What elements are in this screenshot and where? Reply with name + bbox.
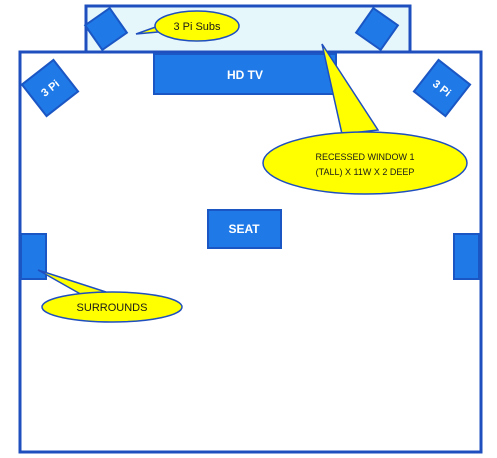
subs-callout-text: 3 Pi Subs xyxy=(173,21,221,33)
front-right-speaker: 3 Pi xyxy=(412,58,472,118)
subs-callout: 3 Pi Subs xyxy=(135,10,240,42)
seat-label: SEAT xyxy=(228,222,260,236)
window-callout-line1: RECESSED WINDOW 1 xyxy=(315,152,414,162)
subwoofer-right xyxy=(354,6,400,52)
surrounds-callout: SURROUNDS xyxy=(37,269,183,323)
seat xyxy=(207,209,282,249)
surround-right-speaker xyxy=(453,233,480,280)
front-left-speaker: 3 Pi xyxy=(20,58,80,118)
recessed-window xyxy=(84,4,412,54)
surrounds-callout-text: SURROUNDS xyxy=(77,302,148,314)
subwoofer-left xyxy=(83,6,129,52)
room-outline xyxy=(18,50,483,454)
window-callout-line2: (TALL) X 11W X 2 DEEP xyxy=(316,167,415,177)
hd-tv-label: HD TV xyxy=(227,68,263,82)
window-callout: RECESSED WINDOW 1 (TALL) X 11W X 2 DEEP xyxy=(262,43,468,195)
